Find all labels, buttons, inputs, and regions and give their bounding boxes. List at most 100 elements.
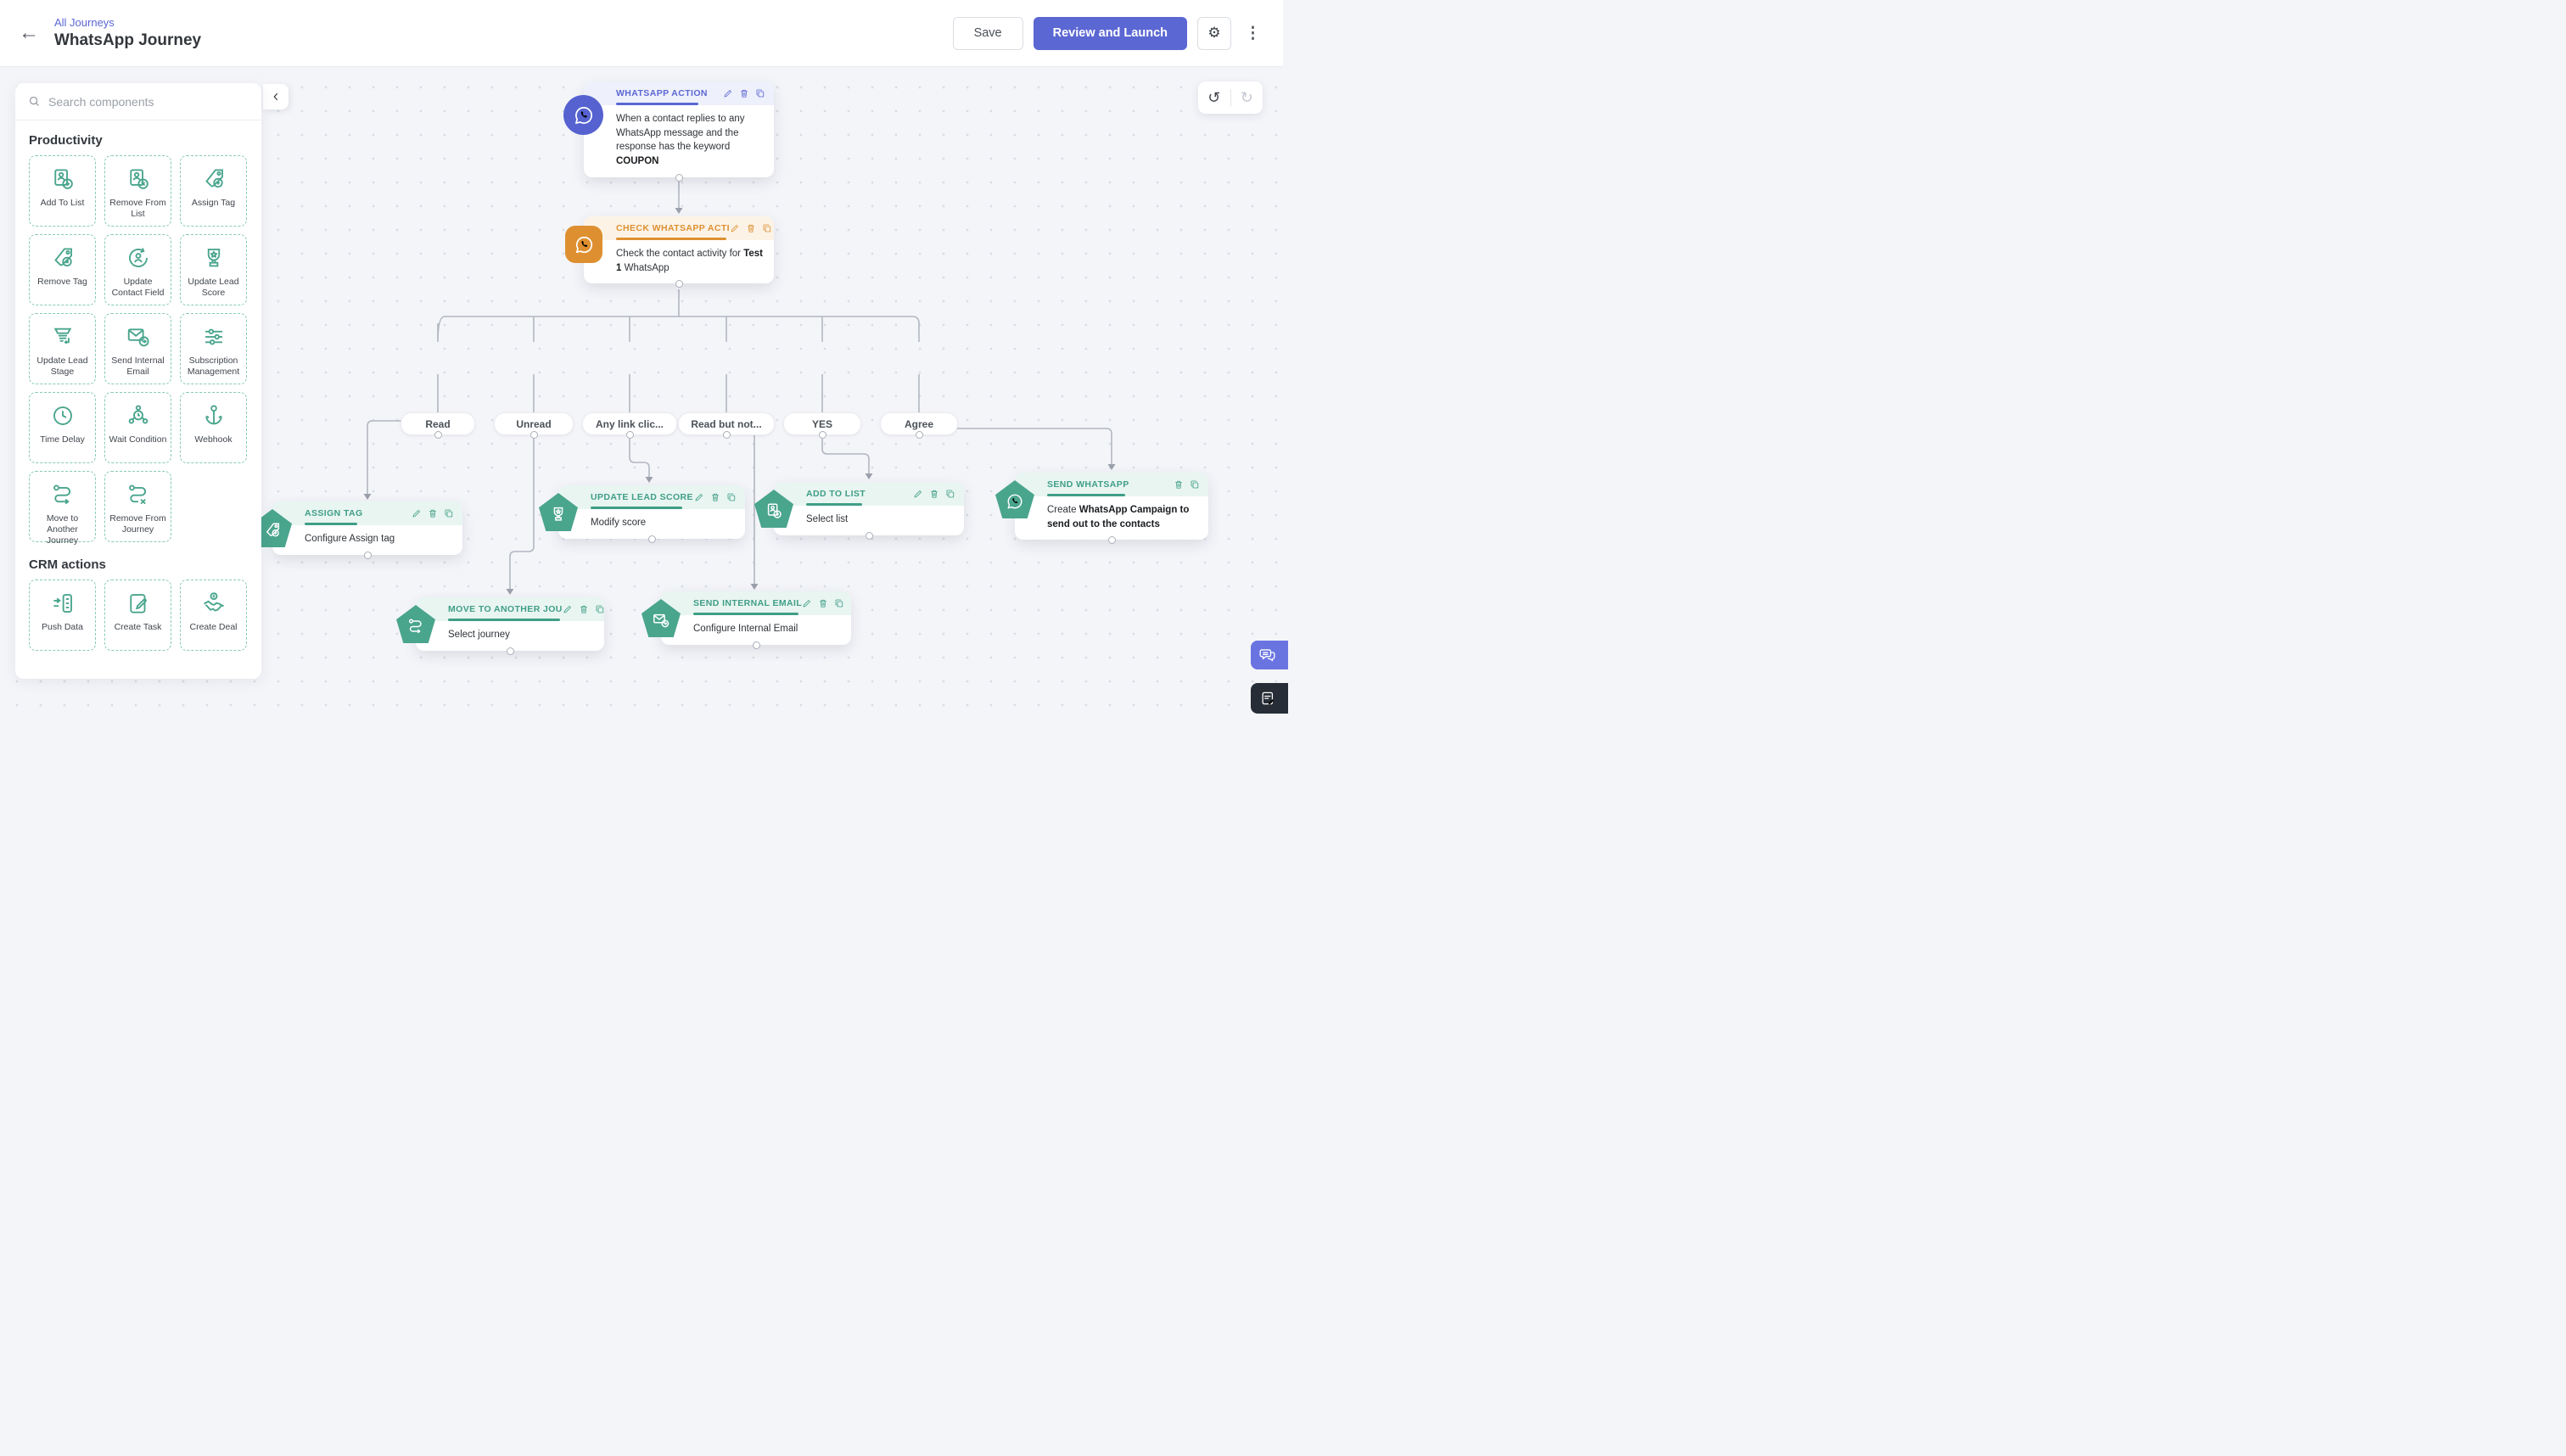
edit-icon[interactable] — [913, 489, 923, 499]
gear-icon[interactable]: ⚙ — [1197, 16, 1231, 50]
component-update-contact-field[interactable]: Update Contact Field — [104, 234, 171, 305]
redo-icon[interactable]: ↻ — [1240, 89, 1253, 106]
edit-icon[interactable] — [563, 604, 573, 614]
connector-port[interactable] — [506, 647, 514, 655]
collapse-palette-button[interactable] — [263, 84, 289, 109]
node-title: ASSIGN TAG — [305, 508, 363, 518]
node-move-to-another-journey[interactable]: MOVE TO ANOTHER JOU Select journey — [396, 597, 604, 655]
assign-tag-icon — [201, 166, 227, 192]
edit-icon[interactable] — [412, 508, 422, 518]
component-assign-tag[interactable]: Assign Tag — [180, 155, 247, 227]
search-input[interactable] — [48, 94, 235, 109]
feedback-notes-button[interactable] — [1251, 683, 1288, 714]
journey-canvas[interactable]: Productivity Add To List Remove From Lis… — [0, 67, 1288, 728]
connector-port[interactable] — [752, 641, 760, 649]
node-check-whatsapp-activity[interactable]: CHECK WHATSAPP ACTI Check the contact ac… — [565, 216, 774, 288]
connector-port[interactable] — [722, 431, 731, 439]
connector-port[interactable] — [675, 173, 683, 182]
connector-port[interactable] — [818, 431, 826, 439]
component-add-to-list[interactable]: Add To List — [29, 155, 96, 227]
whatsapp-icon — [565, 226, 602, 263]
update-contact-field-icon — [126, 245, 151, 271]
anchor-icon — [201, 403, 227, 428]
delete-icon[interactable] — [746, 223, 756, 233]
branch-label-unread[interactable]: Unread — [494, 412, 574, 439]
node-assign-tag[interactable]: ASSIGN TAG Configure Assign tag — [253, 501, 462, 559]
connector-port[interactable] — [1107, 536, 1116, 545]
component-update-lead-score[interactable]: Update Lead Score — [180, 234, 247, 305]
branch-label-any-link-clicked[interactable]: Any link clic... — [582, 412, 677, 439]
duplicate-icon[interactable] — [1190, 479, 1200, 490]
review-launch-button[interactable]: Review and Launch — [1033, 16, 1187, 50]
duplicate-icon[interactable] — [726, 492, 737, 502]
component-create-task[interactable]: Create Task — [104, 580, 171, 651]
back-arrow-icon[interactable]: ← — [19, 21, 39, 44]
delete-icon[interactable] — [739, 88, 749, 98]
delete-icon[interactable] — [818, 598, 828, 608]
connector-port[interactable] — [363, 551, 372, 559]
component-create-deal[interactable]: Create Deal — [180, 580, 247, 651]
component-remove-from-journey[interactable]: Remove From Journey — [104, 471, 171, 542]
save-button[interactable]: Save — [952, 16, 1023, 50]
delete-icon[interactable] — [929, 489, 939, 499]
delete-icon[interactable] — [710, 492, 720, 502]
node-whatsapp-action[interactable]: WHATSAPP ACTION When a contact replies t… — [563, 81, 774, 182]
node-update-lead-score[interactable]: UPDATE LEAD SCORE Modify score — [539, 485, 745, 543]
component-time-delay[interactable]: Time Delay — [29, 392, 96, 463]
component-push-data[interactable]: Push Data — [29, 580, 96, 651]
edit-icon[interactable] — [723, 88, 733, 98]
duplicate-icon[interactable] — [755, 88, 765, 98]
duplicate-icon[interactable] — [595, 604, 604, 614]
edit-icon[interactable] — [694, 492, 704, 502]
node-send-whatsapp[interactable]: SEND WHATSAPP Create WhatsApp Campaign t… — [995, 473, 1208, 545]
connector-port[interactable] — [915, 431, 923, 439]
chevron-left-icon — [270, 91, 282, 103]
connector-port[interactable] — [647, 535, 656, 543]
page-title: WhatsApp Journey — [54, 31, 202, 49]
connector-port[interactable] — [529, 431, 538, 439]
branch-label-agree[interactable]: Agree — [880, 412, 958, 439]
undo-icon[interactable]: ↺ — [1207, 89, 1221, 106]
component-update-lead-stage[interactable]: Update Lead Stage — [29, 313, 96, 384]
component-remove-tag[interactable]: Remove Tag — [29, 234, 96, 305]
connector-port[interactable] — [675, 280, 683, 288]
duplicate-icon[interactable] — [762, 223, 772, 233]
sliders-icon — [201, 324, 227, 350]
connector-port[interactable] — [434, 431, 442, 439]
delete-icon[interactable] — [428, 508, 438, 518]
component-wait-condition[interactable]: Wait Condition — [104, 392, 171, 463]
edit-icon[interactable] — [730, 223, 740, 233]
delete-icon[interactable] — [1174, 479, 1184, 490]
node-send-internal-email[interactable]: SEND INTERNAL EMAIL Configure Internal E… — [642, 591, 851, 649]
branch-label-yes[interactable]: YES — [783, 412, 861, 439]
history-toolbar: ↺ ↻ — [1198, 81, 1263, 114]
remove-from-list-icon — [126, 166, 151, 192]
remove-tag-icon — [50, 245, 76, 271]
breadcrumb[interactable]: All Journeys — [54, 16, 115, 29]
connector-port[interactable] — [865, 531, 873, 540]
kebab-menu-icon[interactable]: ⋮ — [1245, 24, 1261, 42]
node-add-to-list[interactable]: ADD TO LIST Select list — [754, 482, 964, 540]
chat-support-button[interactable] — [1251, 641, 1288, 669]
component-send-internal-email[interactable]: Send Internal Email — [104, 313, 171, 384]
section-title-crm-actions: CRM actions — [29, 557, 106, 572]
route-x-icon — [126, 482, 151, 507]
branch-label-read[interactable]: Read — [401, 412, 475, 439]
wait-condition-icon — [126, 403, 151, 428]
duplicate-icon[interactable] — [945, 489, 955, 499]
route-arrow-icon — [50, 482, 76, 507]
node-description: Modify score — [591, 518, 647, 528]
duplicate-icon[interactable] — [834, 598, 844, 608]
component-move-to-another-journey[interactable]: Move to Another Journey — [29, 471, 96, 546]
email-send-icon — [126, 324, 151, 350]
component-remove-from-list[interactable]: Remove From List — [104, 155, 171, 227]
component-subscription-management[interactable]: Subscription Management — [180, 313, 247, 384]
edit-icon[interactable] — [802, 598, 812, 608]
duplicate-icon[interactable] — [444, 508, 454, 518]
note-pencil-icon — [1259, 690, 1276, 707]
connector-port[interactable] — [625, 431, 634, 439]
component-webhook[interactable]: Webhook — [180, 392, 247, 463]
branch-label-read-but-not[interactable]: Read but not... — [678, 412, 775, 439]
delete-icon[interactable] — [579, 604, 589, 614]
clock-icon — [50, 403, 76, 428]
